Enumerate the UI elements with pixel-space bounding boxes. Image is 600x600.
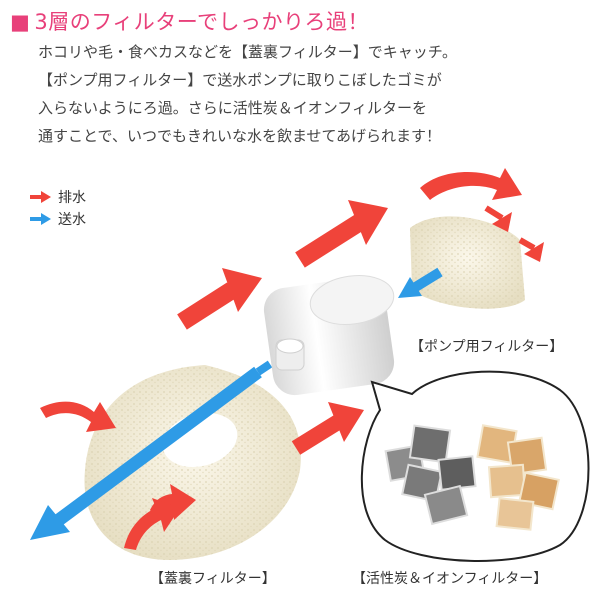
legend: 排水 送水 — [28, 186, 86, 230]
drain-arrows — [40, 168, 544, 550]
drain-arrow-2 — [295, 200, 388, 268]
red-arrow-icon — [30, 191, 51, 203]
drain-curve-left — [40, 401, 116, 432]
description-line: 【ポンプ用フィルター】で送水ポンプに取りこぼしたゴミが — [38, 71, 442, 89]
blue-arrow-icon — [30, 213, 51, 225]
pump-sponge-block — [410, 216, 525, 309]
carbon-filter-bubble — [360, 370, 590, 562]
title-square-icon: ■ — [10, 10, 31, 34]
legend-item-supply: 送水 — [28, 208, 86, 230]
drain-arrow-1 — [177, 268, 262, 330]
description-line: ホコリや毛・食べカスなどを【蓋裏フィルター】でキャッチ。 — [38, 43, 457, 61]
page-title: ■3層のフィルターでしっかりろ過！ — [10, 6, 369, 36]
drain-arrow-small-1 — [484, 205, 512, 232]
drain-arrow-3 — [291, 402, 364, 455]
title-text: 3層のフィルターでしっかりろ過！ — [34, 10, 370, 34]
description: ホコリや毛・食べカスなどを【蓋裏フィルター】でキャッチ。 【ポンプ用フィルター】… — [38, 38, 578, 150]
drain-curve-bottom-2 — [124, 498, 180, 550]
legend-label: 排水 — [58, 190, 86, 206]
lid-filter-label: 【蓋裏フィルター】 — [150, 571, 276, 587]
description-line: 入らないようにろ過。さらに活性炭＆イオンフィルターを — [38, 99, 427, 117]
drain-arrow-small-2 — [518, 237, 544, 262]
ion-filter-packets — [476, 424, 560, 531]
supply-arrow-small — [398, 267, 443, 298]
legend-label: 送水 — [58, 212, 86, 228]
lid-filter-sponge — [84, 365, 301, 560]
carbon-filter-label: 【活性炭＆イオンフィルター】 — [352, 571, 548, 587]
activated-carbon-packets — [384, 424, 477, 526]
pump-filter-label: 【ポンプ用フィルター】 — [410, 339, 564, 355]
description-line: 通すことで、いつでもきれいな水を飲ませてあげられます！ — [38, 127, 442, 145]
pump-filter-cylinder — [263, 275, 395, 396]
legend-item-drain: 排水 — [28, 186, 86, 208]
supply-arrow-main — [30, 360, 273, 540]
drain-curve-top — [420, 168, 522, 200]
